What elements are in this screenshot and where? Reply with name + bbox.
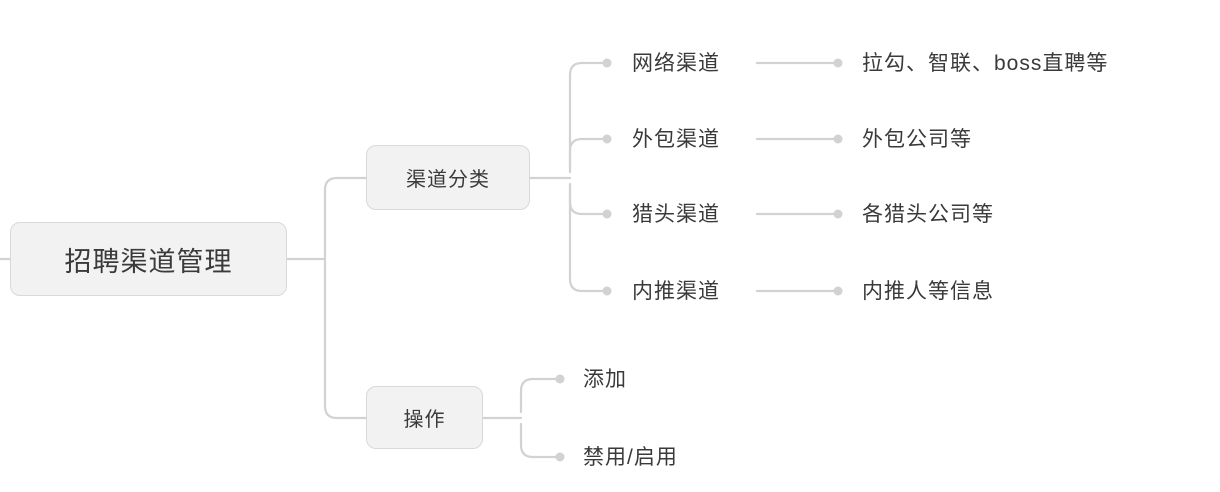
detail-referral-channel[interactable]: 内推人等信息 xyxy=(862,280,994,303)
branch-node-operation-label: 操作 xyxy=(403,409,446,431)
dot-channel-3 xyxy=(602,209,612,219)
branch-node-channel-category-label: 渠道分类 xyxy=(406,169,490,191)
leaf-online-channel[interactable]: 网络渠道 xyxy=(632,52,720,75)
detail-outsourcing-channel[interactable]: 外包公司等 xyxy=(862,128,972,151)
cat-branch-2 xyxy=(568,137,609,174)
leaf-headhunter-channel[interactable]: 猎头渠道 xyxy=(632,203,720,226)
dot-channel-1 xyxy=(602,58,612,68)
dot-operation-1 xyxy=(555,374,565,384)
leaf-referral-channel[interactable]: 内推渠道 xyxy=(632,280,720,303)
dot-detail-3 xyxy=(833,209,843,219)
dot-detail-4 xyxy=(833,286,843,296)
op-branch-2 xyxy=(519,422,562,459)
dot-detail-1 xyxy=(833,58,843,68)
cat-branch-3 xyxy=(568,182,609,216)
leaf-operation-disable-enable[interactable]: 禁用/启用 xyxy=(583,446,678,469)
leaf-operation-add[interactable]: 添加 xyxy=(583,368,627,391)
dot-detail-2 xyxy=(833,134,843,144)
detail-headhunter-channel[interactable]: 各猎头公司等 xyxy=(862,203,994,226)
leaf-outsourcing-channel[interactable]: 外包渠道 xyxy=(632,128,720,151)
root-node-label: 招聘渠道管理 xyxy=(64,246,233,277)
detail-online-channel[interactable]: 拉勾、智联、boss直聘等 xyxy=(862,52,1109,75)
dot-channel-2 xyxy=(602,134,612,144)
root-node[interactable]: 招聘渠道管理 xyxy=(10,222,287,296)
cat-branch-4 xyxy=(568,188,609,293)
op-branch-1 xyxy=(519,377,562,414)
dot-channel-4 xyxy=(602,286,612,296)
cat-branch-1 xyxy=(568,61,609,168)
branch-node-channel-category[interactable]: 渠道分类 xyxy=(366,145,530,210)
trunk-lower xyxy=(323,326,368,420)
trunk-upper xyxy=(323,176,368,330)
dot-operation-2 xyxy=(555,452,565,462)
branch-node-operation[interactable]: 操作 xyxy=(366,386,483,449)
